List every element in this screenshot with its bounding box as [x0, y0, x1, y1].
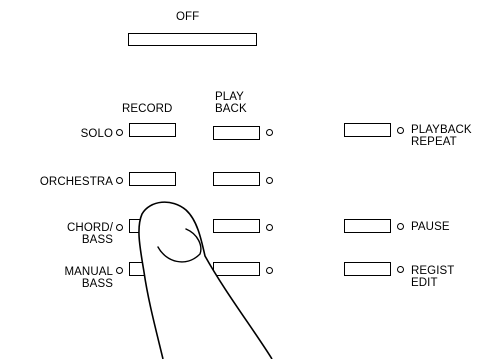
chord-bass-playback-led	[266, 224, 273, 231]
solo-record-button[interactable]	[129, 123, 176, 137]
solo-label: SOLO	[80, 128, 113, 140]
manual-bass-playback-led	[266, 267, 273, 274]
orchestra-playback-button[interactable]	[213, 172, 260, 186]
pause-led	[397, 223, 404, 230]
chord-bass-playback-button[interactable]	[213, 219, 260, 233]
pause-button[interactable]	[344, 219, 391, 233]
playback-repeat-button[interactable]	[344, 123, 391, 137]
orchestra-playback-led	[266, 177, 273, 184]
regist-edit-label-line2: EDIT	[411, 277, 438, 289]
solo-playback-led	[266, 129, 273, 136]
orchestra-record-button[interactable]	[129, 172, 176, 186]
playback-repeat-label-line1: PLAYBACK	[411, 124, 472, 136]
manual-bass-label-line1: MANUAL	[64, 266, 113, 278]
manual-bass-label-line2: BASS	[81, 278, 113, 290]
chord-bass-label-line1: CHORD/	[67, 222, 113, 234]
off-label: OFF	[176, 11, 200, 23]
regist-edit-button[interactable]	[344, 262, 391, 276]
playback-repeat-led	[397, 127, 404, 134]
regist-edit-led	[397, 266, 404, 273]
record-column-label: RECORD	[122, 103, 173, 115]
chord-bass-led	[116, 224, 123, 231]
orchestra-label: ORCHESTRA	[39, 176, 113, 188]
playback-column-label-line1: PLAY	[215, 91, 244, 103]
solo-led	[116, 129, 123, 136]
orchestra-led	[116, 177, 123, 184]
manual-bass-led	[116, 267, 123, 274]
off-button[interactable]	[128, 33, 257, 46]
pause-label: PAUSE	[411, 221, 450, 233]
chord-bass-label-line2: BASS	[81, 234, 113, 246]
solo-playback-button[interactable]	[213, 126, 260, 140]
regist-edit-label-line1: REGIST	[411, 265, 455, 277]
playback-repeat-label-line2: REPEAT	[411, 136, 457, 148]
playback-column-label-line2: BACK	[215, 103, 247, 115]
